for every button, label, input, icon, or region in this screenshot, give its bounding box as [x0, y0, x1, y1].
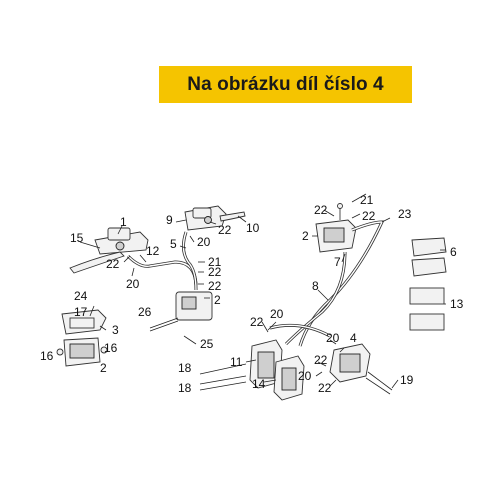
callout-20: 20: [270, 307, 284, 321]
callout-1: 1: [120, 215, 127, 229]
front-caliper-right: [273, 355, 305, 401]
callout-14: 14: [252, 377, 266, 391]
callout-25: 25: [200, 337, 214, 351]
front-master-cylinder: [69, 227, 149, 274]
callout-18: 18: [178, 361, 192, 375]
callout-11: 11: [230, 355, 243, 369]
callout-22: 22: [208, 265, 222, 279]
rear-reservoir: [315, 203, 357, 253]
callout-21: 21: [208, 255, 222, 269]
callout-7: 7: [334, 255, 341, 269]
callout-22: 22: [106, 257, 120, 271]
abs-unit: [149, 291, 213, 332]
bolts: [199, 363, 247, 391]
callout-21: 21: [360, 193, 374, 207]
callout-10: 10: [246, 221, 260, 235]
callout-22: 22: [362, 209, 376, 223]
callout-9: 9: [166, 213, 173, 227]
callout-22: 22: [250, 315, 264, 329]
callout-18: 18: [178, 381, 192, 395]
callout-labels: 1 15 22 12 20 9 22 10 5 20 21 22 22 2 26…: [40, 193, 464, 395]
callout-22: 22: [318, 381, 332, 395]
callout-20: 20: [197, 235, 211, 249]
callout-16: 16: [104, 341, 118, 355]
callout-2: 2: [214, 293, 221, 307]
brake-fluid-reservoir: [56, 309, 108, 367]
callout-2: 2: [302, 229, 309, 243]
callout-3: 3: [112, 323, 119, 337]
callout-8: 8: [312, 279, 319, 293]
leader-lines: [79, 193, 446, 389]
part-number-banner: Na obrázku díl číslo 4: [159, 66, 412, 103]
callout-15: 15: [70, 231, 84, 245]
callout-20: 20: [298, 369, 312, 383]
callout-6: 6: [450, 245, 457, 259]
callout-4: 4: [350, 331, 357, 345]
brake-hoses-lower: [269, 220, 385, 347]
callout-22: 22: [314, 203, 328, 217]
callout-19: 19: [400, 373, 414, 387]
callout-22: 22: [208, 279, 222, 293]
callout-12: 12: [146, 244, 160, 258]
callout-22: 22: [314, 353, 328, 367]
callout-20: 20: [326, 331, 340, 345]
callout-17: 17: [74, 305, 88, 319]
callout-16: 16: [40, 349, 54, 363]
callout-22: 22: [218, 223, 232, 237]
brake-hoses-upper: [126, 231, 198, 291]
callout-20: 20: [126, 277, 140, 291]
callout-26: 26: [138, 305, 152, 319]
front-caliper-left: [249, 339, 283, 389]
callout-24: 24: [74, 289, 88, 303]
callout-23: 23: [398, 207, 412, 221]
callout-13: 13: [450, 297, 464, 311]
rear-brake-caliper: [329, 343, 393, 395]
callout-2: 2: [100, 361, 107, 375]
callout-5: 5: [170, 237, 177, 251]
brake-pads-set-13: [409, 287, 445, 331]
rear-master-cylinder: [184, 205, 246, 231]
brake-pads-set-6: [411, 237, 447, 277]
